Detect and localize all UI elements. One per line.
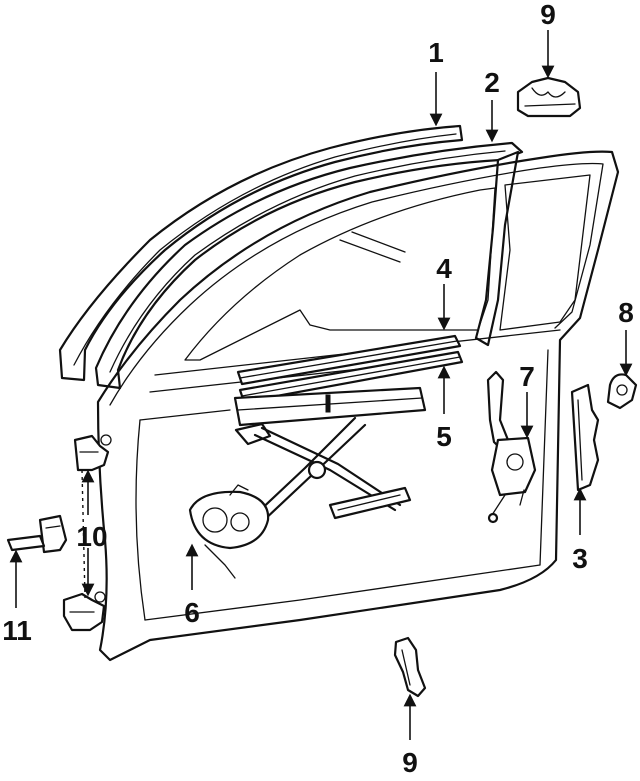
- callout-11: 11: [2, 615, 32, 646]
- callout-9-top: 9: [540, 0, 556, 30]
- part-stop-bumper: [606, 373, 638, 410]
- callout-3: 3: [572, 543, 588, 574]
- callout-8: 8: [618, 297, 634, 328]
- part-window-regulator: [188, 416, 412, 579]
- part-door-bracket: [570, 383, 600, 492]
- part-window-frame-molding: [58, 124, 464, 382]
- callout-5: 5: [436, 421, 452, 452]
- callout-2: 2: [484, 67, 500, 98]
- part-outside-handle: [516, 76, 582, 118]
- part-door-lock: [486, 370, 537, 524]
- part-glass-run-channel: [94, 141, 524, 390]
- leader-lines: [9, 30, 633, 740]
- part-door-hinge: [62, 434, 112, 632]
- callout-6: 6: [184, 597, 200, 628]
- part-door-check: [6, 514, 68, 554]
- callout-1: 1: [428, 37, 444, 68]
- callout-10: 10: [76, 521, 107, 552]
- callout-7: 7: [519, 361, 535, 392]
- callout-9-bottom: 9: [402, 747, 418, 778]
- part-belt-weatherstrip: [233, 334, 464, 427]
- part-inside-handle: [393, 636, 427, 698]
- callout-4: 4: [436, 253, 452, 284]
